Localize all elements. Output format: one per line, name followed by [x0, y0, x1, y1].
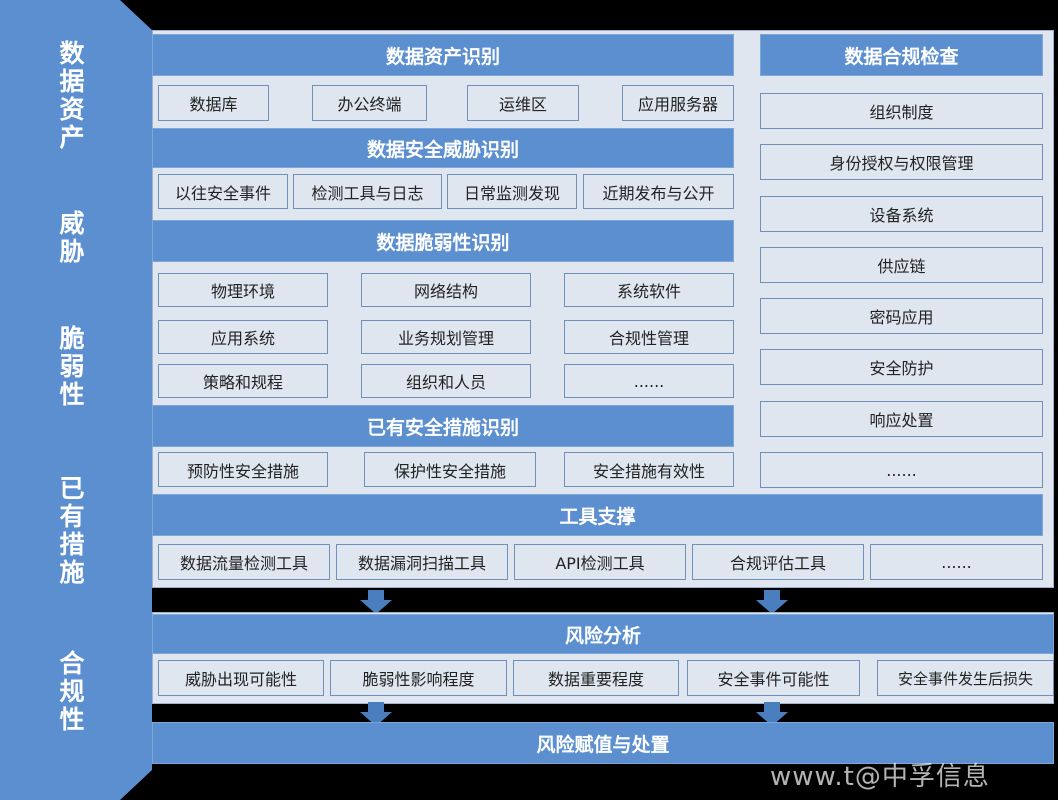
- tools-item: 数据漏洞扫描工具: [336, 544, 508, 580]
- compliance-item: 供应链: [760, 247, 1043, 283]
- side-label-asset: 数 据 资 产: [59, 39, 85, 152]
- risk-item: 数据重要程度: [513, 660, 679, 696]
- threat-item: 近期发布与公开: [583, 174, 734, 209]
- measures-item: 安全措施有效性: [564, 452, 734, 487]
- risk-disposal-header: 风险赋值与处置: [152, 722, 1054, 764]
- compliance-item: 身份授权与权限管理: [760, 144, 1043, 180]
- tools-item: 合规评估工具: [692, 544, 864, 580]
- asset-item: 办公终端: [312, 85, 427, 121]
- tools-item: ......: [870, 544, 1043, 580]
- asset-item: 运维区: [467, 85, 579, 121]
- measures-header: 已有安全措施识别: [152, 405, 734, 447]
- tools-header: 工具支撑: [152, 494, 1043, 536]
- vulnerability-item: 策略和规程: [158, 364, 328, 398]
- tools-item: 数据流量检测工具: [158, 544, 330, 580]
- left-band: [0, 0, 152, 800]
- compliance-item: ......: [760, 452, 1043, 488]
- side-label-measures: 已 有 措 施: [59, 474, 85, 587]
- down-arrow-icon: [360, 702, 392, 726]
- asset-item: 应用服务器: [622, 85, 734, 121]
- risk-analysis-header: 风险分析: [152, 614, 1054, 654]
- vulnerability-item: 物理环境: [158, 273, 328, 307]
- tools-item: API检测工具: [514, 544, 686, 580]
- vulnerability-item: 合规性管理: [564, 320, 734, 354]
- compliance-header: 数据合规检查: [760, 34, 1043, 76]
- risk-item: 安全事件发生后损失: [877, 660, 1054, 696]
- threat-item: 检测工具与日志: [293, 174, 442, 209]
- side-label-compliance: 合 规 性: [59, 649, 85, 734]
- side-label-threat: 威 胁: [59, 209, 85, 266]
- vulnerability-item: 业务规划管理: [361, 320, 531, 354]
- measures-item: 保护性安全措施: [364, 452, 536, 487]
- vulnerability-item: 应用系统: [158, 320, 328, 354]
- compliance-item: 设备系统: [760, 196, 1043, 232]
- vulnerability-header: 数据脆弱性识别: [152, 220, 734, 262]
- down-arrow-icon: [756, 590, 788, 614]
- compliance-item: 组织制度: [760, 93, 1043, 129]
- measures-item: 预防性安全措施: [158, 452, 328, 487]
- vulnerability-item: ......: [564, 364, 734, 398]
- threat-item: 以往安全事件: [158, 174, 288, 209]
- compliance-item: 密码应用: [760, 298, 1043, 334]
- compliance-item: 响应处置: [760, 401, 1043, 437]
- asset-header: 数据资产识别: [152, 34, 734, 76]
- vulnerability-item: 系统软件: [564, 273, 734, 307]
- down-arrow-icon: [360, 590, 392, 614]
- risk-item: 威胁出现可能性: [158, 660, 324, 696]
- threat-header: 数据安全威胁识别: [152, 128, 734, 168]
- down-arrow-icon: [756, 702, 788, 726]
- asset-item: 数据库: [158, 85, 269, 121]
- compliance-item: 安全防护: [760, 349, 1043, 385]
- vulnerability-item: 网络结构: [361, 273, 531, 307]
- risk-item: 安全事件可能性: [687, 660, 860, 696]
- side-label-vulnerability: 脆 弱 性: [59, 324, 85, 409]
- vulnerability-item: 组织和人员: [361, 364, 531, 398]
- risk-item: 脆弱性影响程度: [330, 660, 507, 696]
- watermark: www.t@中孚信息: [770, 762, 990, 792]
- threat-item: 日常监测发现: [447, 174, 577, 209]
